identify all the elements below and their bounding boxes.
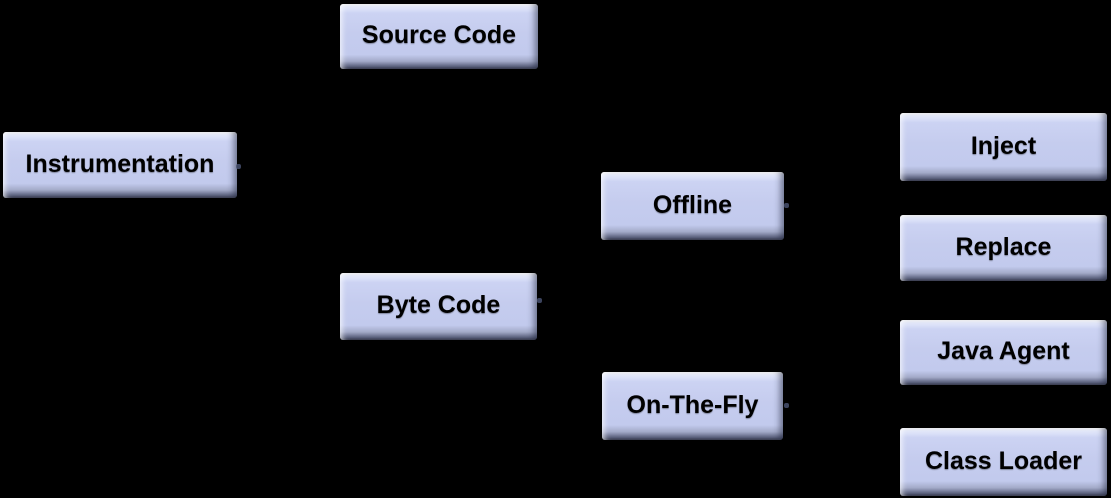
- node-label: Inject: [970, 131, 1037, 160]
- node-label: Byte Code: [376, 291, 501, 319]
- node-replace: Replace: [900, 215, 1107, 281]
- node-byte-code: Byte Code: [340, 273, 537, 340]
- node-label: Offline: [652, 190, 733, 219]
- node-on-the-fly: On-The-Fly: [602, 372, 783, 440]
- node-label: Replace: [955, 232, 1052, 261]
- node-label: Instrumentation: [25, 149, 215, 178]
- node-instrumentation: Instrumentation: [3, 132, 237, 198]
- connector-stub: [784, 203, 789, 208]
- node-label: Source Code: [361, 21, 517, 49]
- node-label: Java Agent: [937, 337, 1070, 365]
- node-class-loader: Class Loader: [900, 428, 1107, 496]
- connector-stub: [784, 403, 789, 408]
- node-label: Class Loader: [924, 446, 1082, 475]
- connector-stub: [236, 164, 241, 169]
- node-source-code: Source Code: [340, 4, 538, 69]
- node-label: On-The-Fly: [626, 390, 759, 419]
- connector-stub: [537, 298, 542, 303]
- node-inject: Inject: [900, 113, 1107, 181]
- node-offline: Offline: [601, 172, 784, 240]
- node-java-agent: Java Agent: [900, 320, 1107, 385]
